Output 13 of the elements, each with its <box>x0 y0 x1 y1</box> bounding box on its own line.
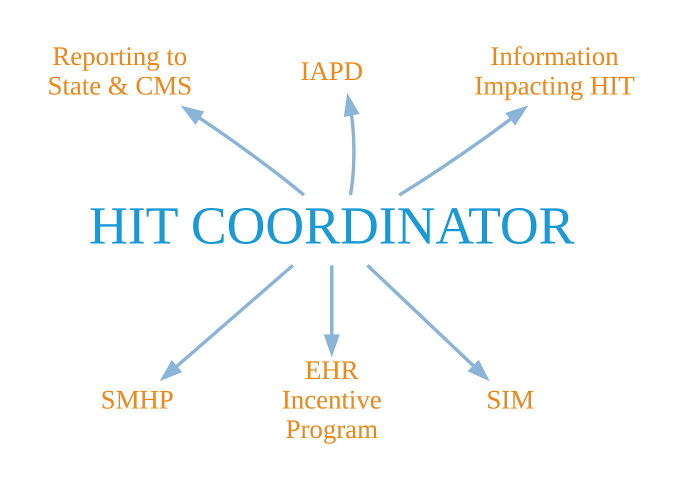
node-text: SMHP <box>100 384 174 414</box>
node-text: EHR Incentive Program <box>282 354 382 444</box>
arrow <box>160 264 294 381</box>
arrow <box>398 104 528 196</box>
node-text: SIM <box>486 384 534 414</box>
arrow <box>324 264 340 357</box>
node-text: Reporting to State & CMS <box>47 40 192 100</box>
node-text: HIT COORDINATOR <box>89 195 574 256</box>
arrow <box>344 92 360 195</box>
node-text: IAPD <box>300 55 364 86</box>
arrow <box>366 264 490 381</box>
node-text: Information Impacting HIT <box>474 40 635 100</box>
arrow <box>180 105 306 196</box>
